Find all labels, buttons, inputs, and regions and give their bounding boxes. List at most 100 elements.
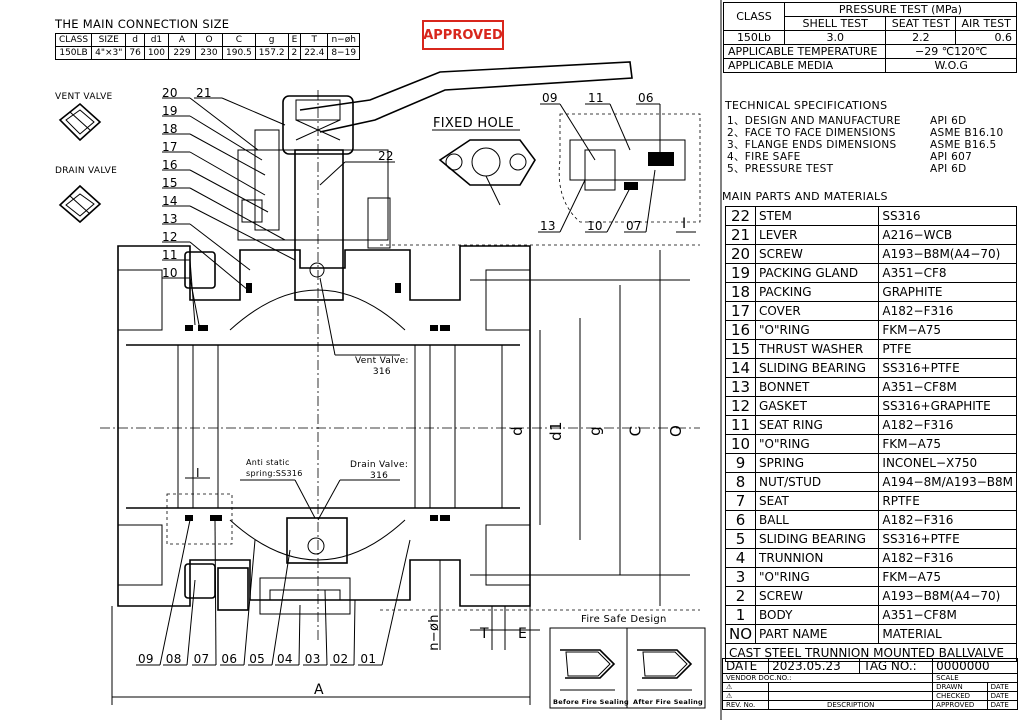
tech-spec-values: API 6D ASME B16.10 ASME B16.5 API 607 AP… bbox=[930, 115, 1004, 175]
callout-label: 21 bbox=[196, 86, 212, 100]
dim-d: d bbox=[507, 426, 526, 436]
callout-label: 18 bbox=[162, 122, 178, 136]
vent-valve-label: VENT VALVE bbox=[55, 92, 113, 102]
callout-label: 19 bbox=[162, 104, 178, 118]
dim-c: C bbox=[626, 425, 645, 437]
callout-label: 12 bbox=[162, 230, 178, 244]
dim-t: T bbox=[480, 626, 489, 642]
callout-label: 07 bbox=[626, 219, 642, 233]
table-row: DATE 2023.05.23 TAG NO.: 0000000 bbox=[721, 658, 1018, 674]
fire-safe-title: Fire Safe Design bbox=[581, 614, 667, 625]
section-mark: I bbox=[682, 216, 687, 232]
callout-label: 14 bbox=[162, 194, 178, 208]
callout-label: 02 bbox=[332, 652, 349, 666]
connection-size-table: CLASS SIZE d d1 A O C g E T n−øh 150LB 4… bbox=[54, 33, 361, 60]
callout-label: 20 bbox=[162, 86, 178, 100]
callout-label: 08 bbox=[165, 652, 182, 666]
callout-label: 07 bbox=[193, 652, 210, 666]
warning-icon: ⚠ bbox=[726, 692, 733, 700]
table-row: CLASS SIZE d d1 A O C g E T n−øh bbox=[54, 33, 361, 47]
dim-a: A bbox=[314, 682, 324, 698]
title-block: DATE 2023.05.23 TAG NO.: 0000000 VENDOR … bbox=[721, 658, 1019, 710]
bonnet-cover bbox=[237, 149, 389, 241]
callout-22: 22 bbox=[378, 149, 394, 163]
callout-label: 03 bbox=[304, 652, 321, 666]
callout-label: 06 bbox=[638, 91, 654, 105]
table-row: VENDOR DOC.NO.: SCALE bbox=[721, 673, 1018, 683]
table-row: CLASS PRESSURE TEST (MPa) bbox=[723, 2, 1017, 31]
callout-label: 13 bbox=[162, 212, 178, 226]
callout-label: 05 bbox=[249, 652, 266, 666]
table-row: 150LB 4"×3" 76 100 229 230 190.5 157.2 2… bbox=[54, 46, 361, 60]
connection-title: THE MAIN CONNECTION SIZE bbox=[55, 17, 230, 31]
trunnion bbox=[286, 517, 348, 564]
drain-note: Drain Valve:316 bbox=[350, 460, 409, 481]
section-mark: I bbox=[196, 466, 200, 480]
callout-label: 10 bbox=[162, 266, 178, 280]
drain-valve-label: DRAIN VALVE bbox=[55, 166, 118, 176]
callout-label: 10 bbox=[587, 219, 603, 233]
table-row: APPLICABLE TEMPERATURE −29 ℃120℃ bbox=[722, 44, 1017, 59]
table-row: SHELL TEST SEAT TEST AIR TEST bbox=[724, 16, 1017, 31]
fixed-hole-plate bbox=[438, 139, 536, 186]
callout-label: 13 bbox=[540, 219, 556, 233]
tech-spec-title: TECHNICAL SPECIFICATIONS bbox=[725, 99, 888, 112]
callout-label: 15 bbox=[162, 176, 178, 190]
before-fire-label: Before Fire Sealing bbox=[553, 698, 629, 706]
callout-label: 01 bbox=[360, 652, 377, 666]
drain-valve-icon bbox=[58, 184, 102, 224]
table-row: APPLICABLE MEDIA W.O.G bbox=[722, 58, 1017, 73]
table-row: REV. No. DESCRIPTION APPROVED DATE bbox=[721, 700, 1019, 710]
vent-valve-icon bbox=[58, 102, 102, 142]
approved-stamp: APPROVED bbox=[422, 20, 504, 50]
callout-label: 16 bbox=[162, 158, 178, 172]
callout-label: 09 bbox=[138, 652, 154, 666]
vent-note: Vent Valve:316 bbox=[355, 356, 409, 377]
callout-label: 06 bbox=[221, 652, 238, 666]
dim-o: O bbox=[667, 424, 686, 438]
dim-d1: d1 bbox=[546, 421, 565, 441]
parts-title: MAIN PARTS AND MATERIALS bbox=[722, 190, 888, 203]
callout-label: 11 bbox=[588, 91, 604, 105]
callout-label: 17 bbox=[162, 140, 178, 154]
table-row: 150Lb 3.0 2.2 0.6 bbox=[723, 30, 1017, 45]
lever-handle bbox=[299, 61, 633, 133]
after-fire-label: After Fire Sealing bbox=[633, 698, 703, 706]
warning-icon: ⚠ bbox=[726, 683, 733, 691]
table-row: ⚠ DRAWN DATE bbox=[721, 682, 1019, 692]
pressure-test-table: CLASS PRESSURE TEST (MPa) SHELL TEST SEA… bbox=[722, 2, 1017, 73]
stem bbox=[294, 149, 344, 301]
fixed-hole-label: FIXED HOLE bbox=[433, 116, 515, 131]
dim-nh: n−øh bbox=[426, 614, 442, 651]
dim-e: E bbox=[518, 626, 528, 642]
dim-g: g bbox=[585, 426, 604, 436]
callout-label: 04 bbox=[277, 652, 293, 666]
callout-label: 09 bbox=[542, 91, 558, 105]
